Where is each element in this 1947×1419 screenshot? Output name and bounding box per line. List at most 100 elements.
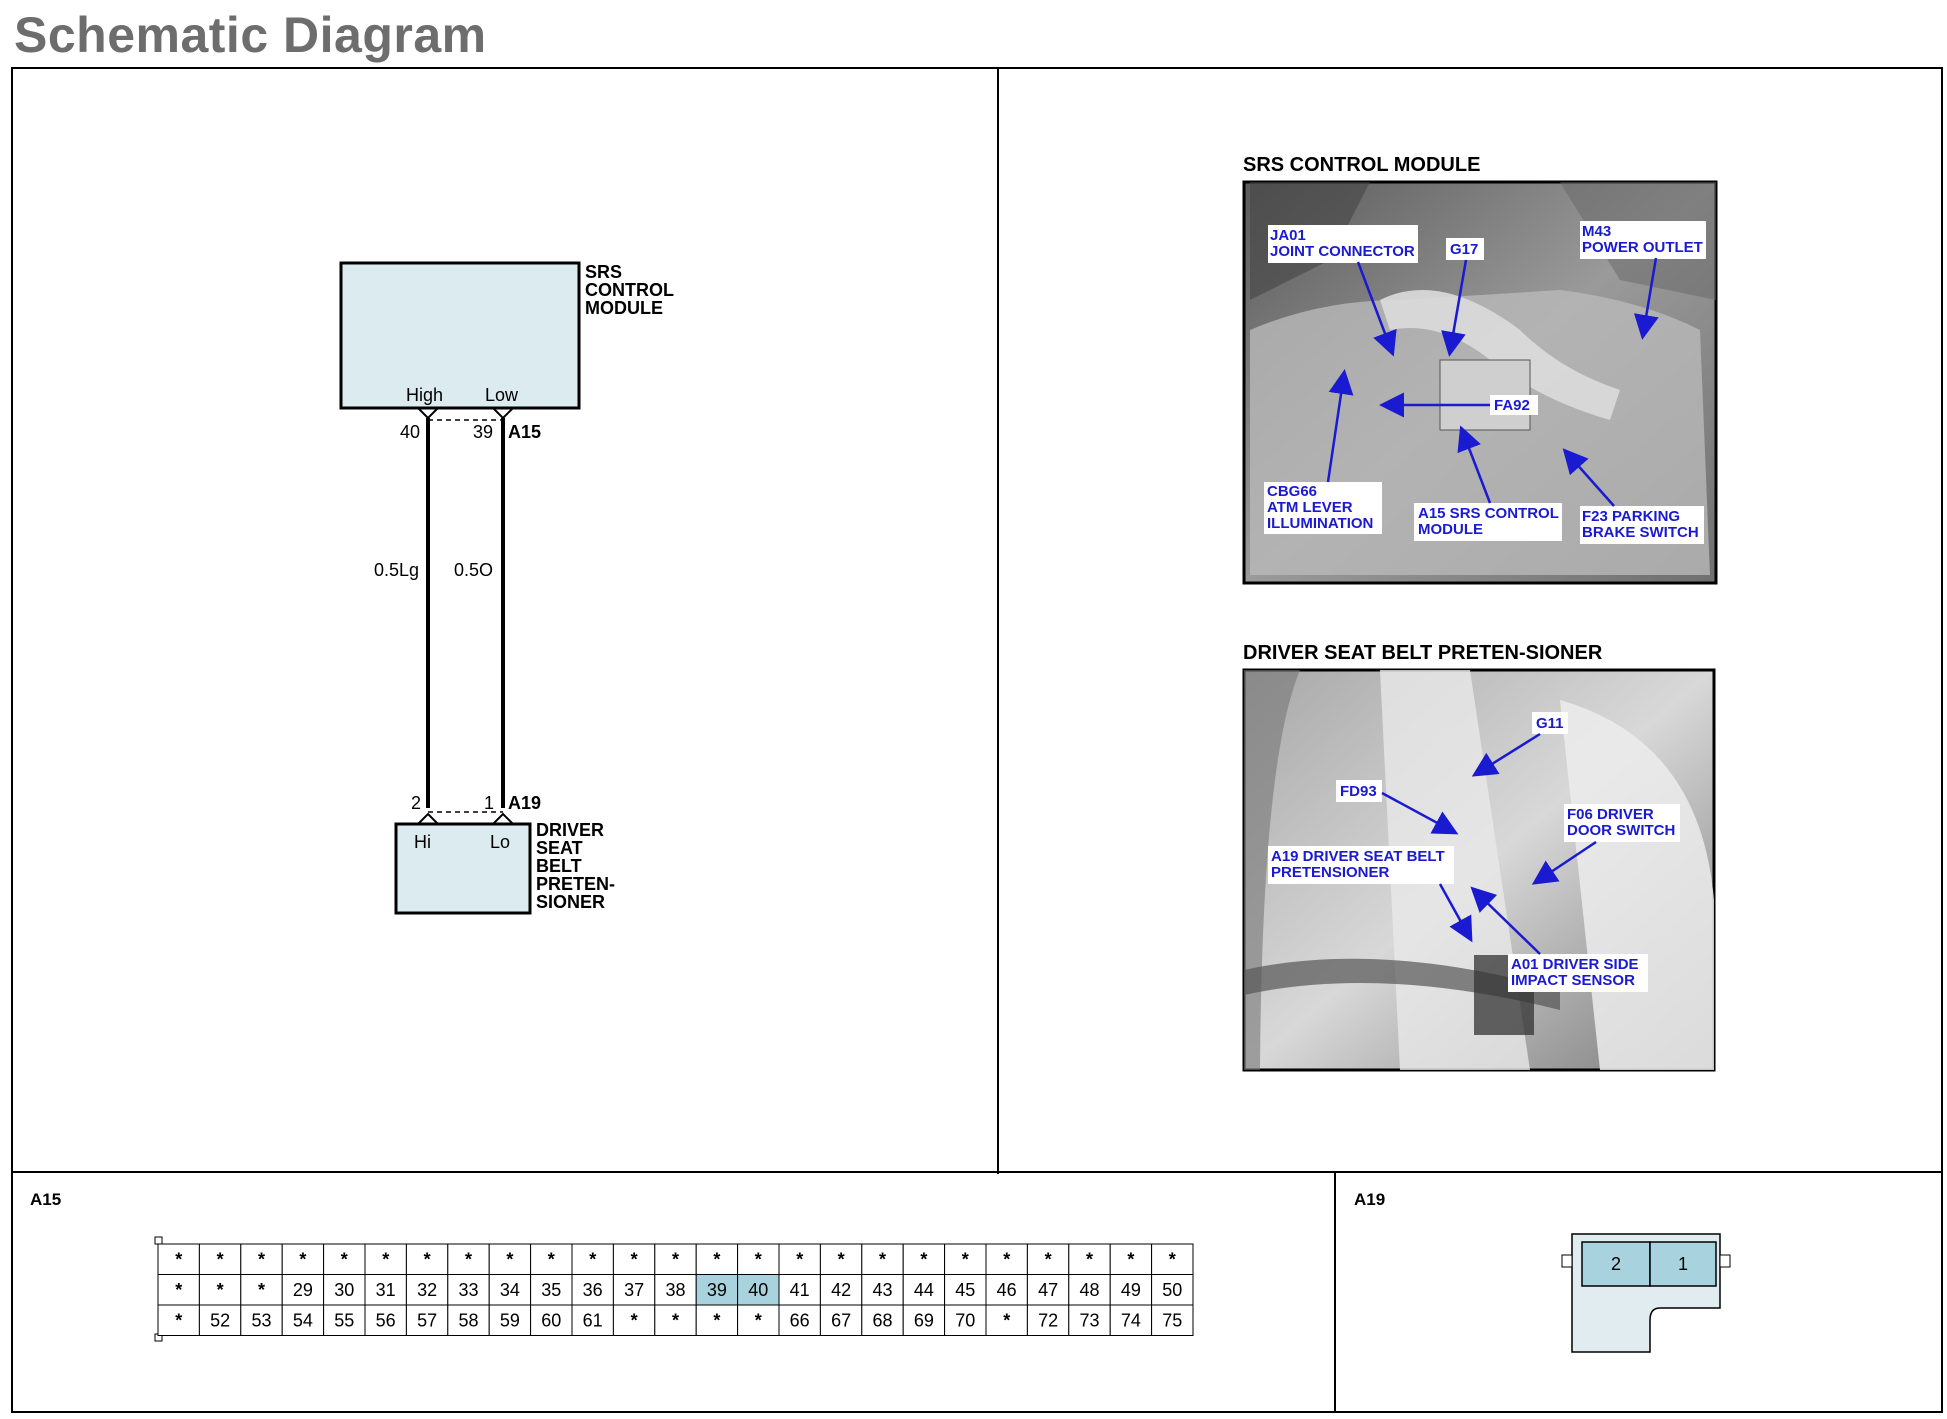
a15-pin-label: 34 bbox=[500, 1280, 520, 1300]
a15-pin-label: 37 bbox=[624, 1280, 644, 1300]
a15-pin-label: * bbox=[506, 1249, 513, 1269]
callout-ja01-arrow bbox=[1356, 261, 1397, 357]
a19-pin-1-label: 1 bbox=[1678, 1254, 1688, 1274]
callout-a15-line1: A15 SRS CONTROL bbox=[1418, 505, 1559, 522]
a15-pin-cell bbox=[1026, 1274, 1070, 1306]
a15-pin-label: * bbox=[755, 1310, 762, 1330]
srs-control-module: SRS CONTROL MODULE High Low 40 39 A15 bbox=[339, 261, 674, 442]
a15-pin-label: 33 bbox=[458, 1280, 478, 1300]
pretensioner-label-2: SEAT bbox=[536, 838, 583, 858]
a15-pin-cell bbox=[281, 1243, 325, 1275]
a15-pin-label: * bbox=[755, 1249, 762, 1269]
a15-pin-label: * bbox=[217, 1280, 224, 1300]
a15-pin-cell bbox=[447, 1304, 490, 1336]
a15-pin-label: 41 bbox=[790, 1280, 810, 1300]
callout-cbg66-line1: CBG66 bbox=[1267, 483, 1317, 500]
a15-pin-label: 50 bbox=[1162, 1280, 1182, 1300]
a15-pin-cell bbox=[488, 1243, 532, 1275]
wire-right-label: 0.5O bbox=[454, 560, 493, 580]
a15-pin-label: 29 bbox=[293, 1280, 313, 1300]
a15-pin-label: 55 bbox=[334, 1310, 354, 1330]
a19-section-label: A19 bbox=[1354, 1190, 1385, 1209]
outer-frame bbox=[11, 67, 1943, 1413]
a15-pin-label: * bbox=[1086, 1249, 1093, 1269]
a15-pin-label: * bbox=[1169, 1249, 1176, 1269]
srs-module-label-3: MODULE bbox=[585, 298, 663, 318]
a15-pin-cell bbox=[819, 1274, 863, 1306]
a15-pin-label: * bbox=[589, 1249, 596, 1269]
a15-pin-cell bbox=[778, 1274, 821, 1306]
a19-pin-1 bbox=[1649, 1241, 1717, 1287]
driver-seat-belt-pretensioner: 2 1 A19 Hi Lo DRIVER SEAT BELT PRETEN- S… bbox=[394, 793, 615, 915]
pin-hi-terminal bbox=[417, 812, 439, 825]
a15-pin-label: * bbox=[299, 1249, 306, 1269]
pin-1-number: 1 bbox=[484, 793, 494, 813]
a15-pin-cell bbox=[737, 1243, 780, 1275]
a15-pin-cell bbox=[695, 1274, 739, 1306]
a15-pin-label: 66 bbox=[790, 1310, 810, 1330]
a15-pin-label: 58 bbox=[458, 1310, 478, 1330]
a15-pin-cell bbox=[778, 1304, 821, 1336]
a15-pin-label: 57 bbox=[417, 1310, 437, 1330]
callout-f06-line1: F06 DRIVER bbox=[1567, 806, 1654, 823]
callout-a15-box bbox=[1414, 503, 1562, 541]
a15-section-label: A15 bbox=[30, 1190, 61, 1209]
a15-pin-cell bbox=[1068, 1274, 1111, 1306]
a15-pin-label: 31 bbox=[376, 1280, 396, 1300]
callout-a15-line2: MODULE bbox=[1418, 521, 1483, 538]
a15-pin-label: * bbox=[1003, 1310, 1010, 1330]
callout-cbg66-line2: ATM LEVER bbox=[1267, 499, 1353, 516]
a15-pin-label: 60 bbox=[541, 1310, 561, 1330]
a15-pin-cell bbox=[1109, 1304, 1153, 1336]
a15-pin-label: * bbox=[465, 1249, 472, 1269]
callout-a01-box bbox=[1508, 954, 1648, 992]
a15-pin-label: * bbox=[1045, 1249, 1052, 1269]
a19-connector-face: 2 1 bbox=[1561, 1233, 1731, 1353]
a15-pin-cell bbox=[737, 1274, 780, 1306]
a15-pin-label: 32 bbox=[417, 1280, 437, 1300]
a15-pin-cell bbox=[861, 1243, 904, 1275]
a15-pin-label: * bbox=[424, 1249, 431, 1269]
callout-f23-line2: BRAKE SWITCH bbox=[1582, 524, 1699, 541]
a15-pin-cell bbox=[1109, 1243, 1153, 1275]
a15-pin-label: 45 bbox=[955, 1280, 975, 1300]
pretensioner-label-3: BELT bbox=[536, 856, 582, 876]
a15-pin-cell bbox=[281, 1304, 325, 1336]
a15-pin-cell bbox=[1109, 1274, 1153, 1306]
callout-f23-arrow bbox=[1562, 448, 1615, 507]
a15-pin-label: * bbox=[713, 1249, 720, 1269]
a15-pin-label: * bbox=[962, 1249, 969, 1269]
callout-m43-box bbox=[1580, 221, 1706, 259]
callout-g17-line1: G17 bbox=[1450, 241, 1478, 258]
a15-pin-label: 72 bbox=[1038, 1310, 1058, 1330]
a15-pin-cell bbox=[654, 1304, 697, 1336]
connector-a19-tag: A19 bbox=[508, 793, 541, 813]
a15-pin-cell bbox=[902, 1243, 946, 1275]
a15-pin-label: 67 bbox=[831, 1310, 851, 1330]
callout-m43-line1: M43 bbox=[1582, 223, 1611, 240]
pin-high-label: High bbox=[406, 385, 443, 405]
a15-pin-cell bbox=[364, 1243, 407, 1275]
a15-pin-cell bbox=[198, 1243, 242, 1275]
callout-ja01-line1: JA01 bbox=[1270, 227, 1306, 244]
a15-pin-cell bbox=[737, 1304, 780, 1336]
a15-pin-label: 36 bbox=[583, 1280, 603, 1300]
a15-pin-cell bbox=[695, 1304, 739, 1336]
a15-pin-label: 43 bbox=[872, 1280, 892, 1300]
a15-pin-cell bbox=[612, 1274, 656, 1306]
srs-photo-duct-shape bbox=[1380, 290, 1620, 420]
pin-lo-label: Lo bbox=[490, 832, 510, 852]
a15-pin-cell bbox=[157, 1304, 200, 1336]
page-title: Schematic Diagram bbox=[14, 7, 487, 63]
pin-2-number: 2 bbox=[411, 793, 421, 813]
pin-39-number: 39 bbox=[473, 422, 493, 442]
a15-pin-label: * bbox=[879, 1249, 886, 1269]
belt-photo-title: DRIVER SEAT BELT PRETEN-SIONER bbox=[1243, 642, 1603, 664]
a15-pin-label: 40 bbox=[748, 1280, 768, 1300]
callout-g11-line1: G11 bbox=[1536, 715, 1564, 732]
srs-module-box bbox=[339, 261, 581, 410]
a15-pin-label: * bbox=[382, 1249, 389, 1269]
a15-pin-cell bbox=[530, 1304, 573, 1336]
a15-pin-label: 49 bbox=[1121, 1280, 1141, 1300]
